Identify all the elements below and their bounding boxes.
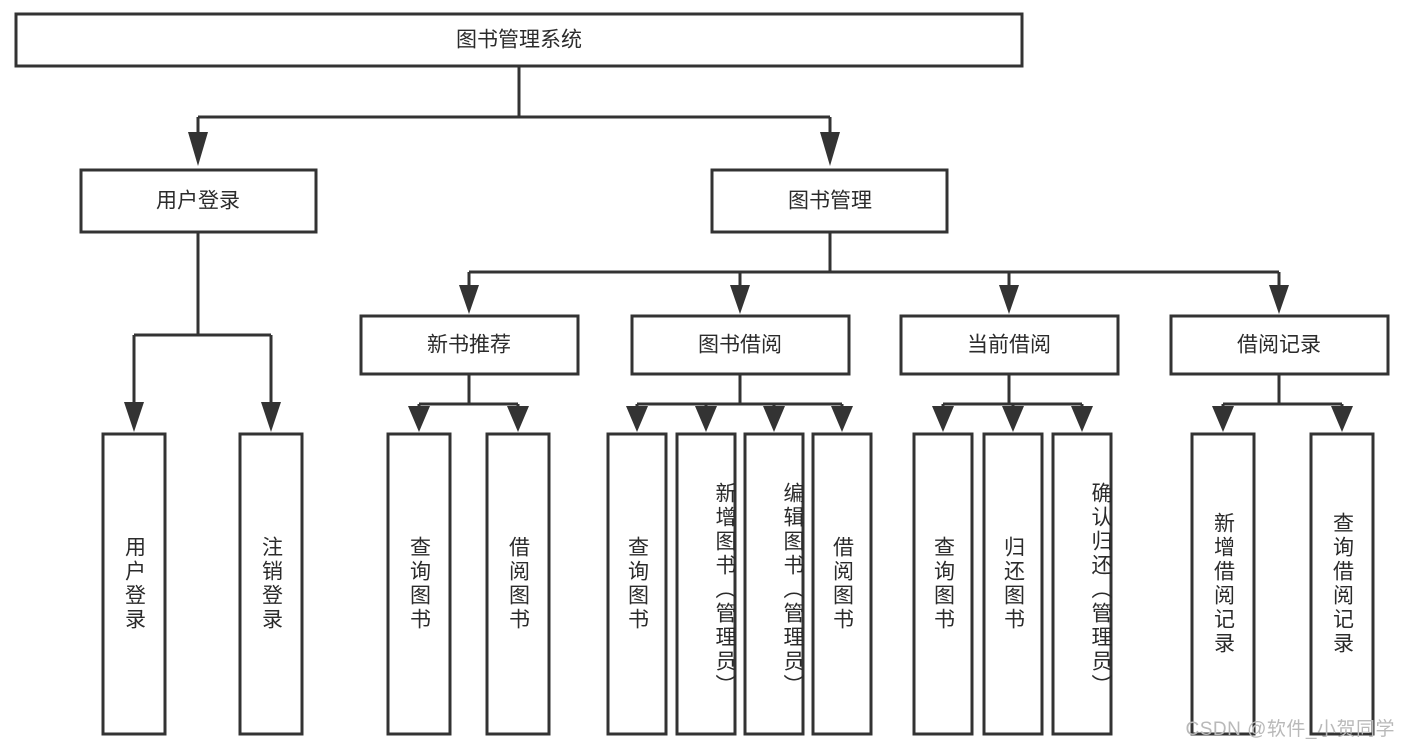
- arrow-head-user-login-leaf-2: [261, 402, 281, 432]
- node-user-login-label: 用户登录: [156, 190, 240, 213]
- arrow-head-br-leaf-1: [1212, 406, 1234, 432]
- node-leaf-box-nbr-query-book[interactable]: [386, 432, 452, 736]
- node-new-book-recommend-label: 新书推荐: [427, 334, 511, 357]
- arrow-head-cb-leaf-1: [932, 406, 954, 432]
- node-leaf-box-bb-edit-book-admin[interactable]: [743, 432, 805, 736]
- node-borrow-record-box[interactable]: [1169, 314, 1390, 376]
- csdn-watermark: CSDN @软件_小贺同学: [1185, 719, 1395, 740]
- node-book-manage-box[interactable]: [710, 168, 949, 234]
- node-leaf-box-bb-query-book[interactable]: [606, 432, 668, 736]
- node-leaf-box-br-add-record[interactable]: [1190, 432, 1256, 736]
- node-root-box[interactable]: [14, 12, 1024, 68]
- arrow-head-to-book-borrow: [730, 285, 750, 314]
- node-root-label: 图书管理系统: [456, 29, 582, 52]
- node-leaf-box-bb-add-book-admin[interactable]: [675, 432, 737, 736]
- connector-layer: [124, 66, 1353, 432]
- arrow-head-to-borrow-record: [1269, 285, 1289, 314]
- arrow-head-user-login-leaf-1: [124, 402, 144, 432]
- node-borrow-record-label: 借阅记录: [1237, 334, 1321, 357]
- arrow-head-br-leaf-2: [1331, 406, 1353, 432]
- arrow-head-bb-leaf-2: [695, 406, 717, 432]
- node-leaf-box-logout-login[interactable]: [238, 432, 304, 736]
- arrow-head-root-to-user-login: [188, 132, 208, 166]
- node-layer: 图书管理系统 用户登录 图书管理 新书推荐 图书借阅 当前借阅 借阅记录: [14, 12, 1390, 736]
- node-book-borrow-box[interactable]: [630, 314, 851, 376]
- arrow-head-bb-leaf-4: [831, 406, 853, 432]
- node-leaf-box-br-query-record[interactable]: [1309, 432, 1375, 736]
- arrow-head-nbr-leaf-2: [507, 406, 529, 432]
- arrow-head-to-current-borrow: [999, 285, 1019, 314]
- arrow-head-to-new-book-recommend: [459, 285, 479, 314]
- arrow-head-bb-leaf-3: [763, 406, 785, 432]
- node-book-manage-label: 图书管理: [788, 190, 872, 213]
- arrow-head-nbr-leaf-1: [408, 406, 430, 432]
- arrow-head-cb-leaf-2: [1002, 406, 1024, 432]
- arrow-head-bb-leaf-1: [626, 406, 648, 432]
- node-leaf-box-bb-borrow-book[interactable]: [811, 432, 873, 736]
- arrow-head-cb-leaf-3: [1071, 406, 1093, 432]
- node-current-borrow-label: 当前借阅: [967, 334, 1051, 357]
- node-new-book-recommend-box[interactable]: [359, 314, 580, 376]
- node-leaf-box-nbr-borrow-book[interactable]: [485, 432, 551, 736]
- arrow-head-root-to-book-manage: [820, 132, 840, 166]
- node-book-borrow-label: 图书借阅: [698, 334, 782, 357]
- node-current-borrow-box[interactable]: [899, 314, 1120, 376]
- node-leaf-box-cb-query-book[interactable]: [912, 432, 974, 736]
- node-leaf-box-cb-return-book[interactable]: [982, 432, 1044, 736]
- node-user-login-box[interactable]: [79, 168, 318, 234]
- node-leaf-box-cb-confirm-return-admin[interactable]: [1051, 432, 1113, 736]
- node-leaf-box-user-login[interactable]: [101, 432, 167, 736]
